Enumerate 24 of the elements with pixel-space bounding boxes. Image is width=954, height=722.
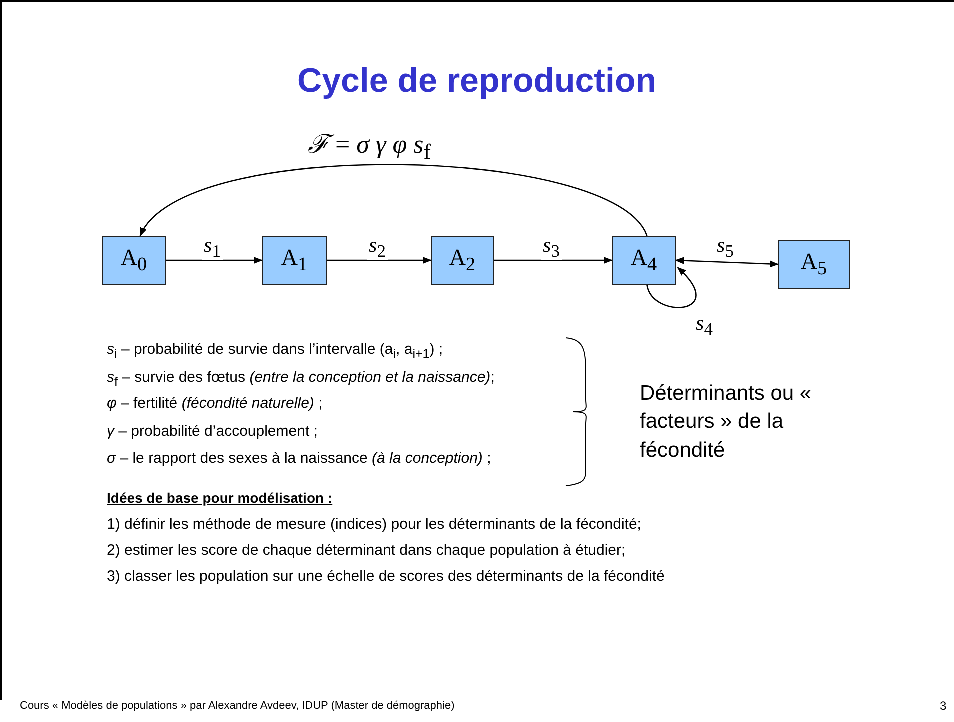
list-item: 2) estimer les score de chaque déterminant dans chaque population à étudier; [107,542,626,559]
state-box: A$_{5}$ [778,240,850,289]
state-box: A$_{0}$ [102,236,166,285]
slide-title: Cycle de reproduction [296,62,658,101]
arrow [140,164,648,237]
page-number: 3 [940,699,947,713]
footer-text: Cours « Modèles de populations » par Alexandre Avdeev, IDUP (Master de démographie) [20,700,455,712]
arrow [166,256,263,264]
arrow [646,267,697,308]
state-box: A$_{4}$ [612,236,676,285]
brace-note: Déterminants ou « facteurs » de la fécondité [640,381,813,464]
state-box: A$_{1}$ [262,236,327,285]
definition-text: φ – fertilité (fécondité naturelle) ; [107,395,323,412]
section-heading: Idées de base pour modélisation : [107,490,333,506]
state-box: A$_{2}$ [431,236,494,285]
definition-text: γ – probabilité d’accouplement ; [107,423,318,440]
list-item: 3) classer les population sur une échelle de scores des déterminants de la fécondité [107,568,665,585]
list-item: 1) définir les méthode de mesure (indices) pour les déterminants de la fécondité; [107,516,642,533]
definition-text: s$_{f}$ – survie des fœtus (entre la conception et la naissance); [107,369,495,389]
definition-text: s$_{i}$ – probabilité de survie dans l’intervalle (a$_{i}$, a$_{i+1}$) ; [107,341,444,361]
arrow [494,256,613,264]
arrow [327,256,432,264]
definition-text: σ – le rapport des sexes à la naissance (à la conception) ; [107,450,492,467]
arrow [675,257,779,268]
